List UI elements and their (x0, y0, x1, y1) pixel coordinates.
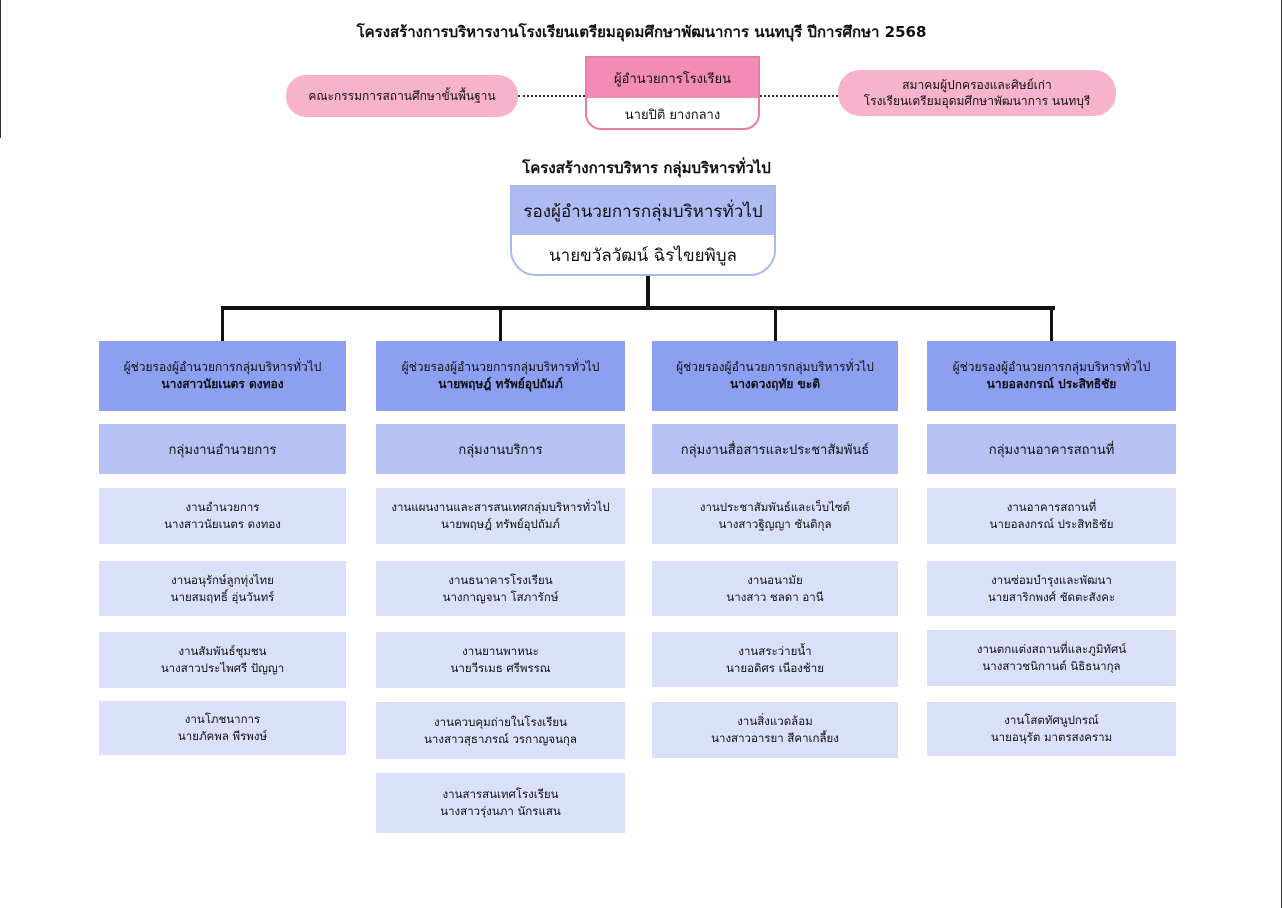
committee-connector (518, 95, 585, 97)
task-person: นางกาญจนา โสภารักษ์ (442, 589, 559, 604)
task-person: นางสาวสุธาภรณ์ วรกาญจนกุล (424, 731, 577, 746)
task-box: งานประชาสัมพันธ์และเว็บไซต์ นางสาวฐิญญา … (652, 488, 898, 544)
task-person: นายอนุรัต มาตรสงคราม (990, 730, 1113, 744)
group-box-3: กลุ่มงานสื่อสารและประชาสัมพันธ์ (652, 424, 898, 474)
branch-connector-4 (1050, 306, 1053, 341)
task-box: งานอนามัย นางสาว ชลดา อานี (652, 561, 898, 616)
task-title: งานตกแต่งสถานที่และภูมิทัศน์ (976, 642, 1127, 657)
task-person: นายสาริกพงศ์ ชัดตะสังคะ (987, 589, 1116, 604)
task-title: งานอำนวยการ (185, 500, 260, 515)
task-box: งานแผนงานและสารสนเทศกลุ่มบริหารทั่วไป นา… (376, 488, 625, 544)
vice-director-title: รองผู้อำนวยการกลุ่มบริหารทั่วไป (512, 187, 774, 235)
assistant-head-2: ผู้ช่วยรองผู้อำนวยการกลุ่มบริหารทั่วไป น… (376, 341, 625, 411)
branch-connector-2 (499, 306, 502, 341)
page-title: โครงสร้างการบริหารงานโรงเรียนเตรียมอุดมศ… (356, 23, 927, 41)
task-box: งานสัมพันธ์ชุมชน นางสาวประไพศรี ปัญญา (99, 632, 346, 688)
task-title: งานสัมพันธ์ชุมชน (178, 644, 267, 659)
task-person: นายสมฤทธิ์ อุ่นวันทร์ (170, 589, 275, 604)
task-person: นางสาวชนิกานต์ นิธิธนากุล (982, 659, 1121, 673)
task-box: งานอนุรักษ์ลูกทุ่งไทย นายสมฤทธิ์ อุ่นวัน… (99, 561, 346, 616)
association-line1: สมาคมผู้ปกครองและศิษย์เก่า (902, 77, 1052, 92)
task-box: งานโสตทัศนูปกรณ์ นายอนุรัต มาตรสงคราม (927, 702, 1176, 756)
task-title: งานโภชนาการ (184, 712, 261, 727)
task-person: นายอดิศร เนืองช้าย (726, 660, 824, 675)
task-box: งานควบคุมถ่ายในโรงเรียน นางสาวสุธาภรณ์ ว… (376, 702, 625, 759)
group-box-2: กลุ่มงานบริการ (376, 424, 625, 474)
branch-connector-1 (221, 306, 224, 341)
task-person: นางสาวนัยเนตร ดงทอง (164, 517, 281, 531)
trunk-connector (646, 276, 650, 307)
task-box: งานยานพาหนะ นายวีรเมธ ศรีพรรณ (376, 632, 625, 688)
section-title: โครงสร้างการบริหาร กลุ่มบริหารทั่วไป (522, 159, 771, 177)
task-title: งานประชาสัมพันธ์และเว็บไซต์ (699, 500, 851, 515)
task-person: นางสาวอารยา สีคาเกลี้ยง (711, 731, 839, 745)
assistant-head-name: นายพฤษฎ์ ทรัพย์อุปถัมภ์ (438, 377, 563, 391)
association-box: สมาคมผู้ปกครองและศิษย์เก่า โรงเรียนเตรีย… (838, 70, 1116, 116)
task-person: นางสาว ชลดา อานี (726, 589, 824, 604)
horizontal-connector (221, 306, 1055, 310)
task-title: งานสระว่ายน้ำ (738, 643, 812, 658)
director-box: ผู้อำนวยการโรงเรียน นายปิติ ยางกลาง (585, 56, 760, 130)
task-title: งานอาคารสถานที่ (1006, 500, 1097, 515)
group-box-4: กลุ่มงานอาคารสถานที่ (927, 424, 1176, 474)
vice-director-box: รองผู้อำนวยการกลุ่มบริหารทั่วไป นายขวัลว… (510, 185, 776, 276)
director-title: ผู้อำนวยการโรงเรียน (587, 58, 758, 98)
task-person: นายอลงกรณ์ ประสิทธิชัย (989, 517, 1114, 531)
task-box: งานอาคารสถานที่ นายอลงกรณ์ ประสิทธิชัย (927, 488, 1176, 544)
task-title: งานโสตทัศนูปกรณ์ (1004, 713, 1099, 728)
task-box: งานสระว่ายน้ำ นายอดิศร เนืองช้าย (652, 632, 898, 687)
assistant-head-name: นายอลงกรณ์ ประสิทธิชัย (986, 377, 1117, 391)
task-person: นายภัคพล พีรพงษ์ (177, 729, 268, 743)
task-title: งานอนุรักษ์ลูกทุ่งไทย (171, 572, 274, 587)
assistant-head-name: นางดวงฤทัย ขะติ (729, 377, 821, 391)
task-box: งานธนาคารโรงเรียน นางกาญจนา โสภารักษ์ (376, 561, 625, 616)
assistant-head-name: นางสาวนัยเนตร ดงทอง (161, 377, 284, 391)
task-person: นางสาวฐิญญา ชันติกุล (718, 517, 832, 531)
task-person: นายพฤษฎ์ ทรัพย์อุปถัมภ์ (441, 517, 560, 531)
task-box: งานสารสนเทศโรงเรียน นางสาวรุ่งนภา นักรแส… (376, 773, 625, 833)
vice-director-name: นายขวัลวัฒน์ ฉิรไขยพิบูล (549, 246, 737, 266)
task-title: งานซ่อมบำรุงและพัฒนา (991, 572, 1112, 587)
committee-box: คณะกรรมการสถานศึกษาขั้นพื้นฐาน (286, 75, 518, 117)
task-box: งานโภชนาการ นายภัคพล พีรพงษ์ (99, 701, 346, 755)
task-title: งานแผนงานและสารสนเทศกลุ่มบริหารทั่วไป (391, 500, 610, 515)
task-title: งานธนาคารโรงเรียน (448, 572, 553, 587)
association-line2: โรงเรียนเตรียมอุดมศึกษาพัฒนาการ นนทบุรี (863, 94, 1091, 108)
task-person: นางสาวประไพศรี ปัญญา (160, 661, 285, 675)
group-box-1: กลุ่มงานอำนวยการ (99, 424, 346, 474)
task-title: งานอนามัย (747, 572, 803, 587)
assistant-head-title: ผู้ช่วยรองผู้อำนวยการกลุ่มบริหารทั่วไป (401, 360, 600, 375)
task-person: นายวีรเมธ ศรีพรรณ (450, 661, 551, 675)
assistant-head-4: ผู้ช่วยรองผู้อำนวยการกลุ่มบริหารทั่วไป น… (927, 341, 1176, 411)
director-name: นายปิติ ยางกลาง (624, 107, 721, 123)
task-title: งานสิ่งแวดล้อม (737, 714, 813, 729)
assistant-head-title: ผู้ช่วยรองผู้อำนวยการกลุ่มบริหารทั่วไป (123, 360, 322, 375)
task-box: งานซ่อมบำรุงและพัฒนา นายสาริกพงศ์ ชัดตะส… (927, 561, 1176, 616)
task-title: งานยานพาหนะ (462, 644, 539, 659)
assistant-head-3: ผู้ช่วยรองผู้อำนวยการกลุ่มบริหารทั่วไป น… (652, 341, 898, 411)
frame-right-border (1281, 0, 1282, 908)
association-connector (760, 95, 838, 97)
branch-connector-3 (774, 306, 777, 341)
frame-left-border (0, 0, 1, 138)
assistant-head-title: ผู้ช่วยรองผู้อำนวยการกลุ่มบริหารทั่วไป (952, 360, 1151, 375)
task-box: งานตกแต่งสถานที่และภูมิทัศน์ นางสาวชนิกา… (927, 630, 1176, 686)
assistant-head-1: ผู้ช่วยรองผู้อำนวยการกลุ่มบริหารทั่วไป น… (99, 341, 346, 411)
task-title: งานสารสนเทศโรงเรียน (442, 787, 559, 802)
assistant-head-title: ผู้ช่วยรองผู้อำนวยการกลุ่มบริหารทั่วไป (676, 360, 874, 375)
task-box: งานสิ่งแวดล้อม นางสาวอารยา สีคาเกลี้ยง (652, 702, 898, 758)
task-title: งานควบคุมถ่ายในโรงเรียน (434, 714, 567, 729)
task-box: งานอำนวยการ นางสาวนัยเนตร ดงทอง (99, 488, 346, 544)
task-person: นางสาวรุ่งนภา นักรแสน (440, 804, 561, 818)
